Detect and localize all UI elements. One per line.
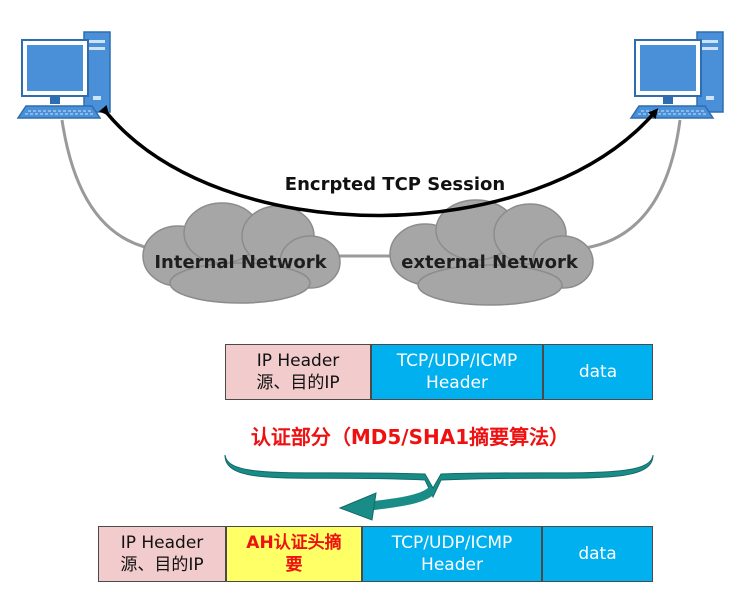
ah-line1: AH认证头摘 — [246, 533, 342, 553]
ip-header-line2: 源、目的IP — [120, 555, 204, 575]
auth-part-label: 认证部分（MD5/SHA1摘要算法） — [250, 425, 570, 449]
transport-line2: Header — [426, 373, 488, 393]
ip-header-line2: 源、目的IP — [256, 373, 340, 393]
ah-header-cell: AH认证头摘 要 — [226, 526, 362, 582]
ip-header-cell: IP Header 源、目的IP — [98, 526, 226, 582]
data-label: data — [578, 544, 617, 564]
ip-header-cell: IP Header 源、目的IP — [225, 344, 371, 400]
link-line-right — [584, 119, 682, 250]
brace-arrowhead — [338, 492, 377, 521]
ah-line2: 要 — [285, 555, 303, 575]
transport-header-cell: TCP/UDP/ICMP Header — [362, 526, 542, 582]
session-label: Encrpted TCP Session — [284, 174, 506, 195]
transport-line1: TCP/UDP/ICMP — [396, 351, 518, 371]
link-line-left — [60, 119, 161, 252]
transport-line2: Header — [421, 555, 483, 575]
cloud-icon — [389, 199, 594, 306]
brace-pointer — [365, 487, 435, 511]
ip-header-line1: IP Header — [120, 533, 204, 553]
transport-header-cell: TCP/UDP/ICMP Header — [371, 344, 543, 400]
data-cell: data — [542, 526, 653, 582]
ip-header-line1: IP Header — [256, 351, 340, 371]
transport-line1: TCP/UDP/ICMP — [391, 533, 513, 553]
data-label: data — [578, 362, 618, 382]
brace-arrow-icon — [224, 454, 654, 499]
encrypted-session-arrow — [98, 104, 659, 218]
external-network-label: external Network — [401, 252, 578, 273]
desktop-computer-icon — [630, 31, 724, 119]
data-cell: data — [543, 344, 653, 400]
desktop-computer-icon — [17, 31, 111, 119]
internal-network-label: Internal Network — [154, 252, 327, 273]
